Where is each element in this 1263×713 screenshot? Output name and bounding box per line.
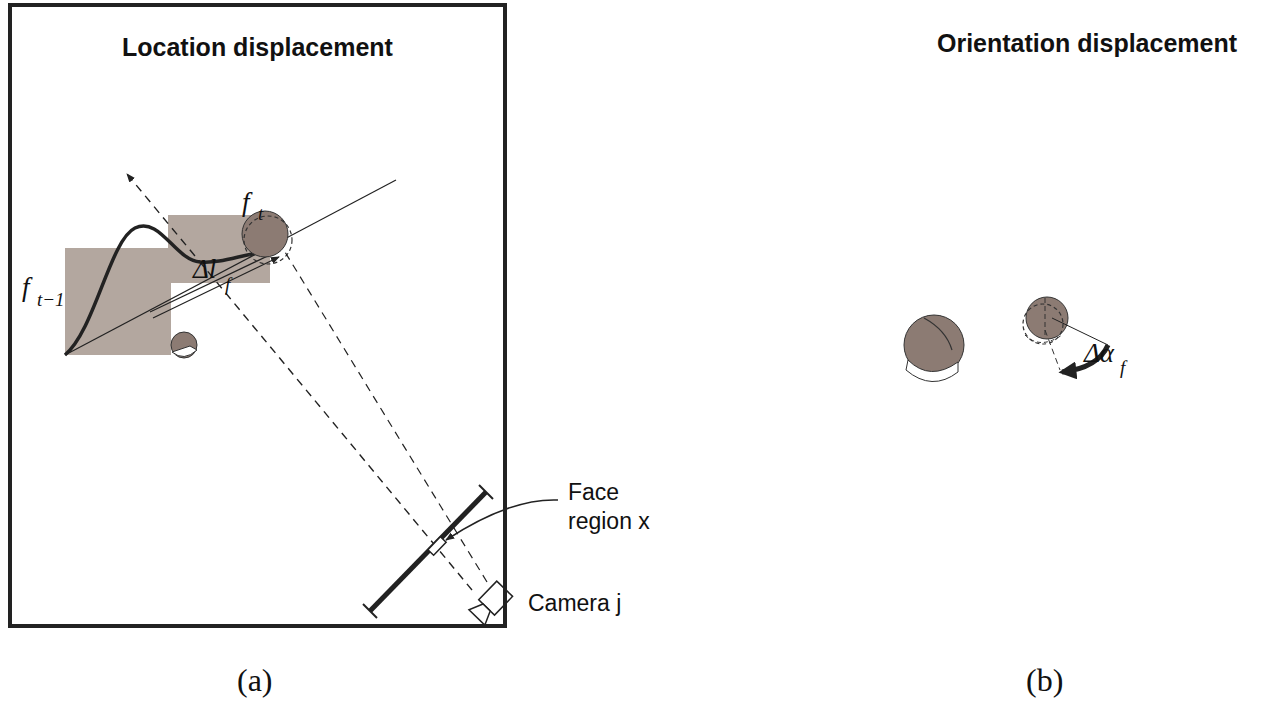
symbol: f bbox=[22, 272, 30, 303]
symbol: Δl bbox=[193, 254, 216, 285]
symbol: f bbox=[242, 187, 250, 218]
subscript: t bbox=[258, 203, 263, 225]
symbol: Δα bbox=[1084, 338, 1114, 369]
callout-label: Face region x bbox=[568, 478, 668, 536]
subscript: f bbox=[1120, 357, 1125, 379]
panel-caption: (b) bbox=[1026, 662, 1063, 699]
callout-label: Camera j bbox=[528, 590, 621, 617]
panel-heading: Location displacement bbox=[122, 33, 393, 62]
subscript: t−1 bbox=[37, 289, 65, 311]
shade-rect bbox=[65, 248, 171, 355]
panel-frame: Location displacement bbox=[8, 3, 507, 628]
panel-heading: Orientation displacement bbox=[937, 29, 1237, 58]
subscript: f bbox=[225, 274, 230, 296]
panel-caption: (a) bbox=[237, 662, 273, 699]
